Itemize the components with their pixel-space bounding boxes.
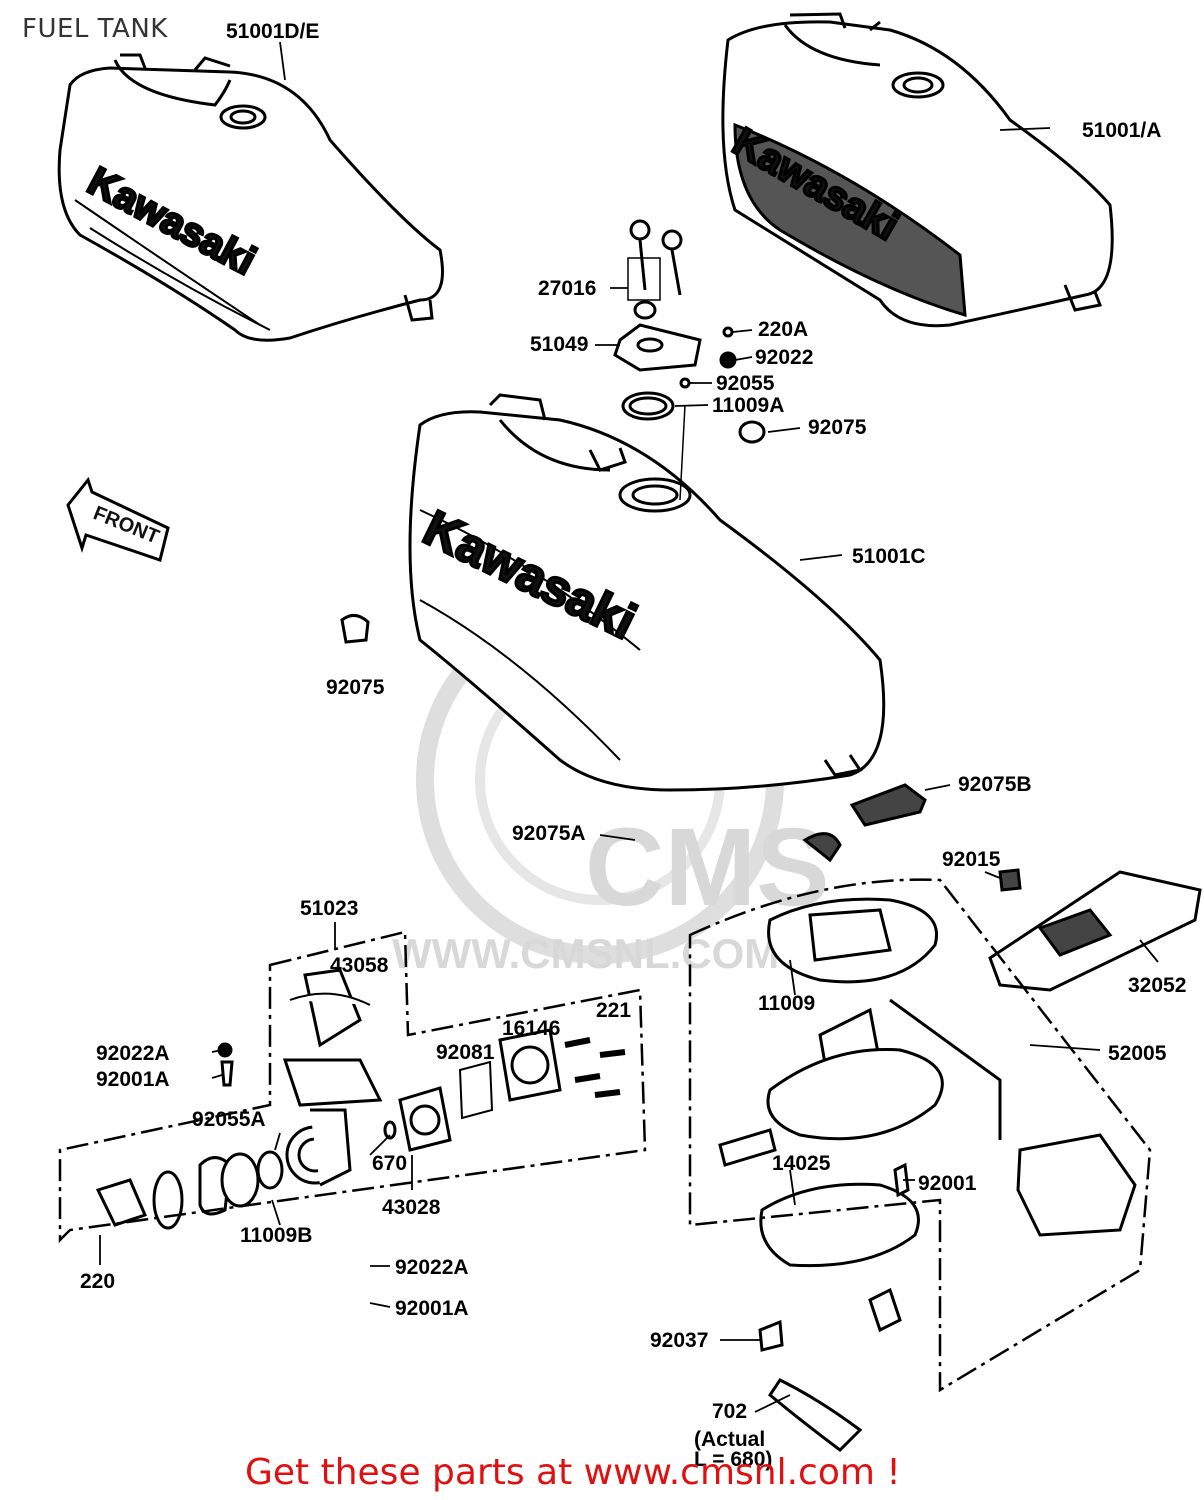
bracket-32052 bbox=[988, 870, 1202, 992]
part-label-92075-left: 92075 bbox=[326, 676, 385, 699]
watermark-logo-text: CMS bbox=[585, 806, 829, 929]
part-label-670: 670 bbox=[372, 1152, 407, 1175]
part-label-92015: 92015 bbox=[942, 848, 1001, 871]
part-label-92075a: 92075A bbox=[512, 822, 586, 845]
footer-link-text[interactable]: Get these parts at www.cmsnl.com ! bbox=[245, 1452, 901, 1493]
watermark-url-text: WWW.CMSNL.COM bbox=[392, 930, 779, 977]
front-direction-arrow: FRONT bbox=[66, 476, 170, 562]
rubber-cushions bbox=[340, 614, 1022, 892]
part-label-220a: 220A bbox=[758, 318, 808, 341]
part-label-92022a-bottom: 92022A bbox=[395, 1256, 469, 1279]
part-label-92001a-top: 92001A bbox=[96, 1068, 170, 1091]
part-label-92075b: 92075B bbox=[958, 773, 1032, 796]
fuel-gauge-unit bbox=[718, 897, 1137, 1452]
part-label-92081: 92081 bbox=[436, 1041, 495, 1064]
part-labels: 51001D/E 51001/A 27016 220A 51049 92022 … bbox=[80, 20, 1186, 1471]
part-label-220: 220 bbox=[80, 1270, 115, 1293]
part-label-702: 702 bbox=[712, 1400, 747, 1423]
part-label-51001c: 51001C bbox=[852, 545, 926, 568]
part-label-92055a: 92055A bbox=[192, 1108, 266, 1131]
fuel-tank-51001de: Kawasaki bbox=[57, 53, 444, 342]
part-label-51023: 51023 bbox=[300, 897, 358, 920]
part-label-11009b: 11009B bbox=[240, 1224, 312, 1247]
fuel-tank-51001a: Kawasaki bbox=[721, 12, 1114, 328]
key-set-27016 bbox=[627, 219, 683, 320]
part-label-92001: 92001 bbox=[918, 1172, 977, 1195]
fuel-tank-51001c: Kawasaki bbox=[408, 393, 886, 792]
leader-lines bbox=[99, 41, 1159, 1413]
part-label-27016: 27016 bbox=[538, 277, 596, 300]
part-label-221: 221 bbox=[596, 999, 631, 1022]
part-label-52005: 52005 bbox=[1108, 1042, 1167, 1065]
part-label-92022: 92022 bbox=[755, 346, 813, 369]
small-parts-cap bbox=[621, 326, 766, 501]
fuel-cock-diaphragm bbox=[383, 1028, 626, 1152]
assembly-outlines bbox=[58, 878, 1152, 1393]
page-title: FUEL TANK bbox=[22, 14, 168, 44]
part-label-51001a: 51001/A bbox=[1082, 119, 1161, 142]
part-label-11009a: 11009A bbox=[712, 394, 784, 417]
part-label-92022a-top: 92022A bbox=[96, 1042, 170, 1065]
part-label-32052: 32052 bbox=[1128, 974, 1186, 997]
part-label-92037: 92037 bbox=[650, 1329, 708, 1352]
part-label-11009: 11009 bbox=[758, 992, 815, 1015]
part-label-51001de: 51001D/E bbox=[226, 20, 319, 43]
part-label-16146: 16146 bbox=[502, 1017, 560, 1040]
cap-lock-51049 bbox=[613, 323, 702, 372]
part-label-43058: 43058 bbox=[330, 954, 389, 977]
part-label-92001a-bottom: 92001A bbox=[395, 1297, 469, 1320]
part-label-14025: 14025 bbox=[772, 1152, 831, 1175]
part-label-92055: 92055 bbox=[716, 372, 775, 395]
part-label-92075-cap: 92075 bbox=[808, 416, 867, 439]
hose-note-line1: (Actual bbox=[694, 1428, 765, 1451]
part-label-51049: 51049 bbox=[530, 333, 588, 356]
hose-note-line2: L = 680) bbox=[694, 1448, 772, 1471]
fuel-cock-51023 bbox=[95, 968, 383, 1230]
part-label-43028: 43028 bbox=[382, 1196, 441, 1219]
